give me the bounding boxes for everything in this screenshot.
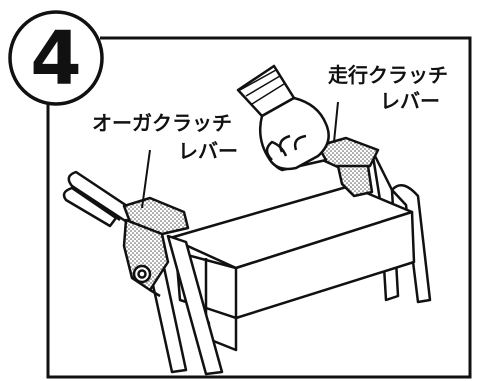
step-number: 4 bbox=[30, 16, 82, 102]
auger-clutch-lever-icon bbox=[122, 196, 190, 298]
leader-lines bbox=[141, 101, 339, 209]
gloved-hand-icon bbox=[236, 64, 330, 171]
auger-label-line1: オーガクラッチ bbox=[92, 111, 232, 135]
step-number-badge: 4 bbox=[8, 10, 104, 106]
machine-handle-frame bbox=[62, 148, 432, 376]
travel-label-line1: 走行クラッチ bbox=[328, 63, 448, 87]
travel-label-line2: レバー bbox=[380, 89, 440, 113]
travel-clutch-lever-label: 走行クラッチ レバー bbox=[328, 63, 448, 113]
auger-lever-leader-line bbox=[141, 149, 151, 209]
auger-label-line2: レバー bbox=[178, 139, 238, 163]
panel-frame bbox=[46, 36, 472, 379]
auger-clutch-lever-label: オーガクラッチ レバー bbox=[92, 111, 238, 163]
travel-lever-leader-line bbox=[333, 101, 339, 143]
